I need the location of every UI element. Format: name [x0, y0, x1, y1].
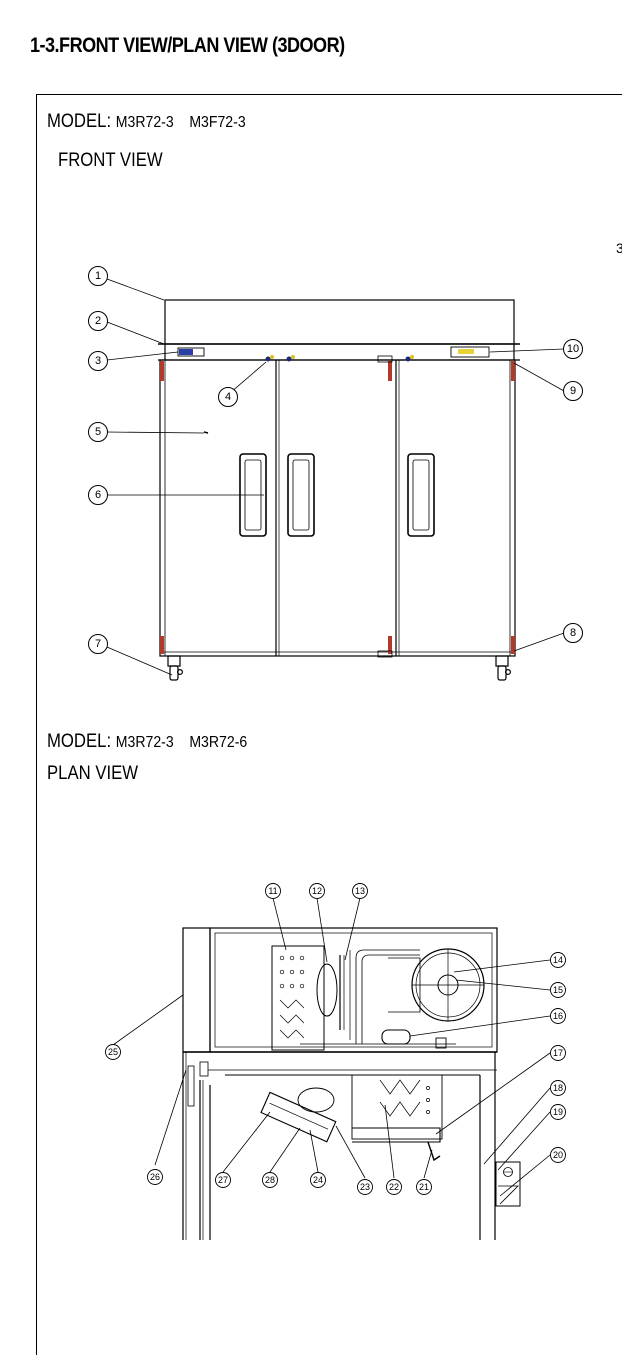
callout-19: 19	[550, 1104, 566, 1120]
callout-22: 22	[386, 1179, 402, 1195]
plan-callouts: 11 12 13 14 15 16 17 18 19 20 21 22 23 2…	[105, 883, 566, 1195]
callout-14: 14	[550, 952, 566, 968]
plan-model-line: MODEL: M3R72-3 M3R72-6	[47, 731, 247, 753]
svg-text:24: 24	[313, 1175, 323, 1185]
callout-9: 9	[563, 381, 583, 401]
page-title: 1-3.FRONT VIEW/PLAN VIEW (3DOOR)	[30, 34, 345, 57]
svg-text:16: 16	[553, 1011, 563, 1021]
callout-20: 20	[550, 1147, 566, 1163]
svg-text:1: 1	[95, 270, 101, 282]
svg-text:17: 17	[553, 1048, 563, 1058]
svg-text:3: 3	[95, 355, 101, 367]
svg-text:20: 20	[553, 1150, 563, 1160]
front-view-label: FRONT VIEW	[58, 150, 163, 171]
svg-text:6: 6	[95, 489, 101, 501]
callout-10: 10	[563, 339, 583, 359]
plan-leader-lines	[112, 897, 551, 1197]
callout-12: 12	[309, 883, 325, 899]
diagram-canvas: 1 2 3 4 5 6 7 8 9 10	[88, 266, 583, 1240]
callout-18: 18	[550, 1080, 566, 1096]
callout-26: 26	[147, 1169, 163, 1185]
callout-8: 8	[563, 623, 583, 643]
callout-6: 6	[88, 485, 108, 505]
svg-text:5: 5	[95, 426, 101, 438]
svg-text:12: 12	[312, 886, 322, 896]
front-leader-lines	[106, 278, 565, 676]
svg-text:27: 27	[218, 1175, 228, 1185]
callout-23: 23	[357, 1179, 373, 1195]
svg-text:11: 11	[268, 886, 277, 896]
callout-28: 28	[262, 1172, 278, 1188]
drawing-frame	[36, 94, 622, 1355]
svg-text:22: 22	[389, 1182, 399, 1192]
callout-13: 13	[352, 883, 368, 899]
svg-text:2: 2	[95, 315, 101, 327]
svg-text:7: 7	[95, 638, 101, 650]
callout-21: 21	[416, 1179, 432, 1195]
callout-5: 5	[88, 422, 108, 442]
cropped-edge-mark: 3	[616, 240, 622, 256]
svg-text:25: 25	[108, 1047, 118, 1057]
svg-text:18: 18	[553, 1083, 563, 1093]
callout-15: 15	[550, 982, 566, 998]
callout-1: 1	[88, 266, 108, 286]
callout-11: 11	[265, 883, 281, 899]
plan-model-label: MODEL:	[47, 731, 112, 752]
svg-text:26: 26	[150, 1172, 160, 1182]
plan-model-codes: M3R72-3 M3R72-6	[115, 734, 248, 751]
svg-text:8: 8	[570, 627, 576, 639]
callout-3: 3	[88, 351, 108, 371]
callout-25: 25	[105, 1044, 121, 1060]
front-callouts: 1 2 3 4 5 6 7 8 9 10	[88, 266, 583, 654]
svg-text:9: 9	[570, 385, 576, 397]
svg-text:10: 10	[567, 343, 579, 355]
front-model-codes: M3R72-3 M3F72-3	[115, 114, 246, 131]
front-view-drawing	[158, 299, 520, 681]
svg-text:4: 4	[225, 391, 231, 403]
svg-text:15: 15	[553, 985, 563, 995]
plan-view-drawing	[182, 927, 521, 1240]
svg-text:21: 21	[419, 1182, 429, 1192]
callout-17: 17	[550, 1045, 566, 1061]
front-model-label: MODEL:	[47, 111, 112, 132]
callout-7: 7	[88, 634, 108, 654]
front-model-line: MODEL: M3R72-3 M3F72-3	[47, 111, 246, 133]
callout-16: 16	[550, 1008, 566, 1024]
callout-27: 27	[215, 1172, 231, 1188]
plan-view-label: PLAN VIEW	[47, 763, 139, 784]
callout-4: 4	[218, 387, 238, 407]
svg-text:28: 28	[265, 1175, 275, 1185]
svg-text:19: 19	[553, 1107, 563, 1117]
callout-24: 24	[310, 1172, 326, 1188]
svg-text:13: 13	[355, 886, 365, 896]
svg-text:23: 23	[360, 1182, 370, 1192]
svg-text:14: 14	[553, 955, 563, 965]
callout-2: 2	[88, 311, 108, 331]
